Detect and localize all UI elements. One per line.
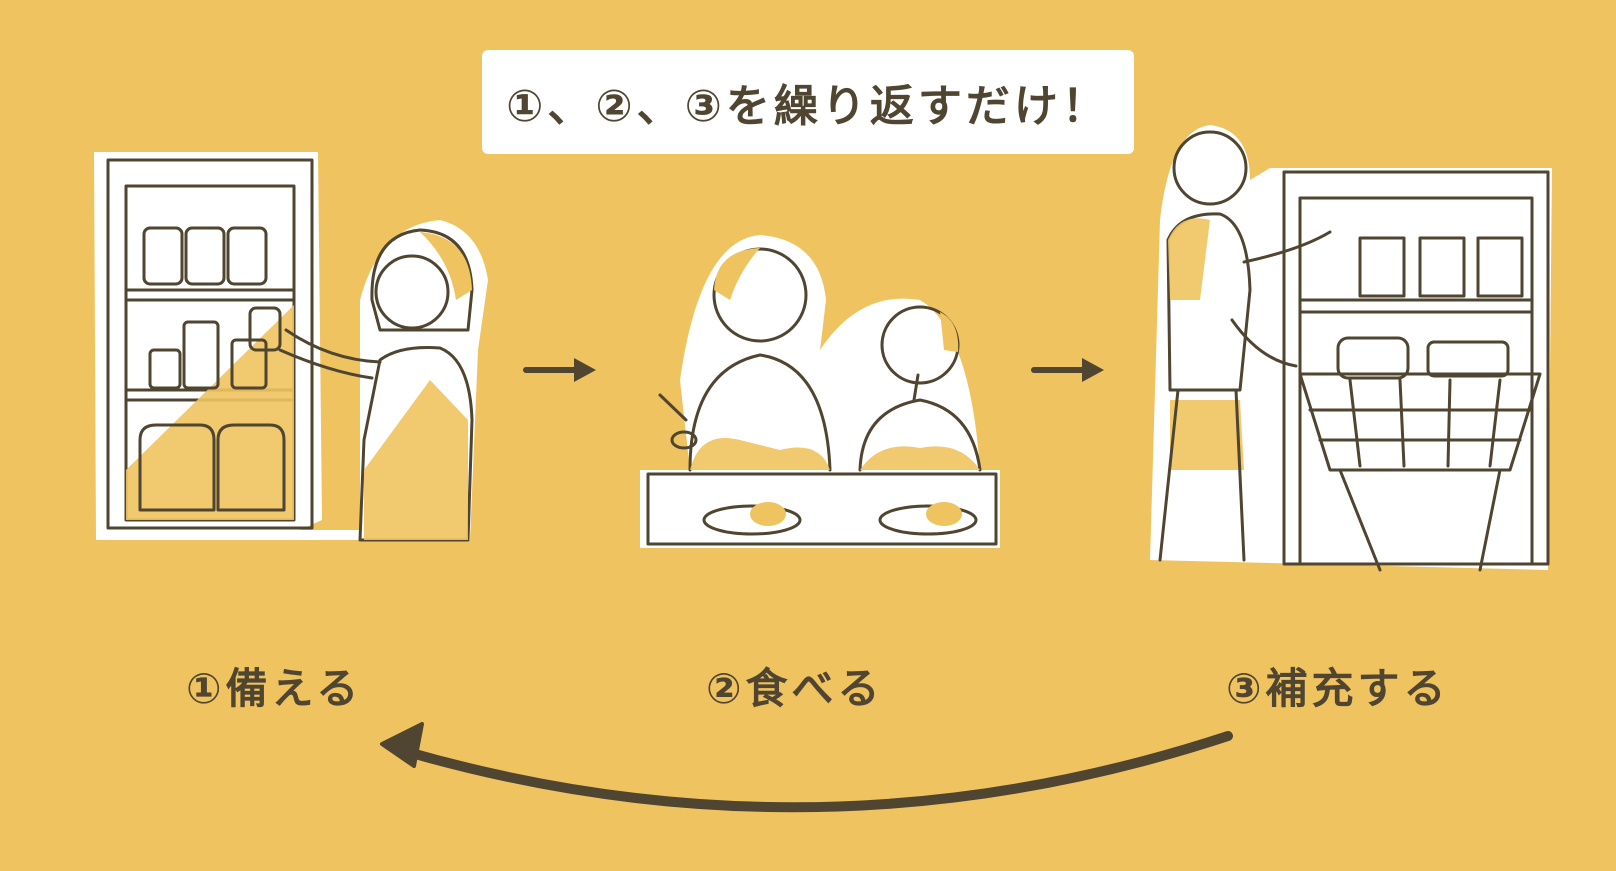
shopping-cart (1298, 336, 1542, 572)
curved-arrow-left-icon (380, 722, 1233, 813)
arrow-right-icon (523, 358, 596, 382)
person-parent-eating (658, 247, 832, 472)
scene-eat (640, 235, 1000, 548)
step-label-eat: ②食べる (706, 664, 884, 713)
step-label-restock: ③補充する (1226, 664, 1450, 713)
scene-prepare (94, 152, 488, 542)
pantry-shelf-restock (1282, 170, 1550, 566)
scene-restock (1150, 125, 1552, 572)
person-man-restocking (1158, 130, 1332, 562)
step-label-prepare: ①備える (186, 664, 363, 713)
instruction-banner: ①、②、③を繰り返すだけ！ (482, 50, 1134, 154)
dining-table (646, 472, 998, 546)
person-child-eating (858, 305, 982, 472)
instruction-banner-text: ①、②、③を繰り返すだけ！ (506, 81, 1110, 132)
arrow-right-icon (1031, 358, 1104, 382)
pantry-shelf (106, 158, 314, 530)
person-woman-stocking (248, 228, 474, 542)
